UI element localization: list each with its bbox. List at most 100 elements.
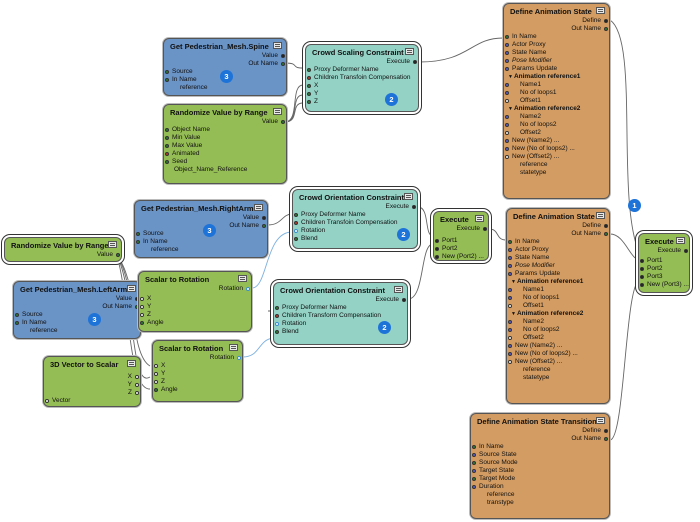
port-new-loops2[interactable]: New (No of loops2) ... — [504, 145, 609, 153]
port-min-value[interactable]: Min Value — [164, 134, 286, 142]
menu-icon[interactable] — [404, 193, 413, 200]
port-define[interactable]: Define — [471, 427, 609, 435]
port-port3[interactable]: Port3 — [639, 273, 689, 281]
port-y[interactable]: Y — [44, 381, 140, 389]
output-pin-icon[interactable] — [135, 391, 139, 395]
input-pin-icon[interactable] — [505, 99, 509, 103]
menu-icon[interactable] — [127, 360, 136, 367]
port-y[interactable]: Y — [153, 370, 242, 378]
port-offset2[interactable]: Offset2 — [507, 334, 609, 342]
port-actor-proxy[interactable]: Actor Proxy — [507, 246, 609, 254]
input-pin-icon[interactable] — [505, 131, 509, 135]
input-pin-icon[interactable] — [505, 91, 509, 95]
input-pin-icon[interactable] — [435, 239, 439, 243]
output-pin-icon[interactable] — [402, 298, 406, 302]
input-pin-icon[interactable] — [505, 59, 509, 63]
port-new-loops2[interactable]: New (No of loops2) ... — [507, 350, 609, 358]
input-pin-icon[interactable] — [472, 461, 476, 465]
port-execute[interactable]: Execute — [639, 247, 689, 255]
port-z[interactable]: Z — [153, 378, 242, 386]
output-pin-icon[interactable] — [604, 19, 608, 23]
input-pin-icon[interactable] — [136, 232, 140, 236]
input-pin-icon[interactable] — [640, 283, 644, 287]
input-pin-icon[interactable] — [508, 288, 512, 292]
port-loops2[interactable]: No of loops2 — [504, 121, 609, 129]
output-pin-icon[interactable] — [116, 253, 120, 257]
port-value[interactable]: Value — [135, 214, 267, 222]
menu-icon[interactable] — [229, 344, 238, 351]
port-x[interactable]: X — [306, 82, 418, 90]
group-anim-ref2[interactable]: Animation reference2 — [504, 105, 609, 113]
input-pin-icon[interactable] — [154, 380, 158, 384]
input-pin-icon[interactable] — [140, 297, 144, 301]
port-value[interactable]: Value — [164, 52, 286, 60]
input-pin-icon[interactable] — [508, 344, 512, 348]
port-execute[interactable]: Execute — [274, 296, 407, 304]
input-pin-icon[interactable] — [505, 51, 509, 55]
input-pin-icon[interactable] — [165, 128, 169, 132]
input-pin-icon[interactable] — [307, 92, 311, 96]
port-name1[interactable]: Name1 — [504, 81, 609, 89]
input-pin-icon[interactable] — [508, 240, 512, 244]
output-pin-icon[interactable] — [684, 249, 688, 253]
input-pin-icon[interactable] — [508, 264, 512, 268]
port-proxy-deformer[interactable]: Proxy Deformer Name — [306, 66, 418, 74]
input-pin-icon[interactable] — [15, 321, 19, 325]
menu-icon[interactable] — [596, 212, 605, 219]
port-out-name[interactable]: Out Name — [164, 60, 286, 68]
output-pin-icon[interactable] — [604, 232, 608, 236]
input-pin-icon[interactable] — [508, 352, 512, 356]
output-pin-icon[interactable] — [483, 227, 487, 231]
output-pin-icon[interactable] — [281, 54, 285, 58]
input-pin-icon[interactable] — [508, 328, 512, 332]
port-x[interactable]: X — [139, 295, 251, 303]
input-pin-icon[interactable] — [15, 313, 19, 317]
port-z[interactable]: Z — [139, 311, 251, 319]
menu-icon[interactable] — [273, 108, 282, 115]
node-execute-2[interactable]: Execute Execute Port1 Port2 Port3 New (P… — [638, 233, 690, 293]
input-pin-icon[interactable] — [275, 322, 279, 326]
node-execute-1[interactable]: Execute Execute Port1 Port2 New (Port2) … — [433, 211, 489, 261]
input-pin-icon[interactable] — [140, 305, 144, 309]
input-pin-icon[interactable] — [472, 477, 476, 481]
port-out-name[interactable]: Out Name — [14, 303, 140, 311]
input-pin-icon[interactable] — [505, 67, 509, 71]
port-source-mode[interactable]: Source Mode — [471, 459, 609, 467]
port-proxy-deformer[interactable]: Proxy Deformer Name — [293, 211, 417, 219]
port-source[interactable]: Source — [14, 311, 140, 319]
port-angle[interactable]: Angle — [153, 386, 242, 394]
port-duration[interactable]: Duration — [471, 483, 609, 491]
port-target-state[interactable]: Target State — [471, 467, 609, 475]
port-blend[interactable]: Blend — [274, 328, 407, 336]
node-randomize-value-2[interactable]: Randomize Value by Range Value — [4, 237, 122, 262]
output-pin-icon[interactable] — [262, 224, 266, 228]
port-state-name[interactable]: State Name — [507, 254, 609, 262]
input-pin-icon[interactable] — [307, 76, 311, 80]
input-pin-icon[interactable] — [435, 255, 439, 259]
port-x[interactable]: X — [44, 373, 140, 381]
menu-icon[interactable] — [394, 286, 403, 293]
port-execute[interactable]: Execute — [293, 203, 417, 211]
menu-icon[interactable] — [238, 275, 247, 282]
node-3d-vector-to-scalar[interactable]: 3D Vector to Scalar X Y Z Vector — [43, 356, 141, 407]
menu-icon[interactable] — [676, 237, 685, 244]
port-define[interactable]: Define — [507, 222, 609, 230]
port-loops1[interactable]: No of loops1 — [507, 294, 609, 302]
input-pin-icon[interactable] — [640, 275, 644, 279]
input-pin-icon[interactable] — [505, 123, 509, 127]
input-pin-icon[interactable] — [505, 139, 509, 143]
port-new-name2[interactable]: New (Name2) ... — [504, 137, 609, 145]
port-execute[interactable]: Execute — [306, 58, 418, 66]
port-loops2[interactable]: No of loops2 — [507, 326, 609, 334]
port-value[interactable]: Value — [164, 118, 286, 126]
output-pin-icon[interactable] — [237, 356, 241, 360]
node-define-animation-state-2[interactable]: Define Animation State Define Out Name I… — [506, 208, 610, 404]
input-pin-icon[interactable] — [294, 237, 298, 241]
port-execute[interactable]: Execute — [434, 225, 488, 233]
output-pin-icon[interactable] — [281, 120, 285, 124]
port-rotation[interactable]: Rotation — [139, 285, 251, 293]
output-pin-icon[interactable] — [246, 287, 250, 291]
port-max-value[interactable]: Max Value — [164, 142, 286, 150]
port-new-port3[interactable]: New (Port3) ... — [639, 281, 689, 289]
port-source-state[interactable]: Source State — [471, 451, 609, 459]
